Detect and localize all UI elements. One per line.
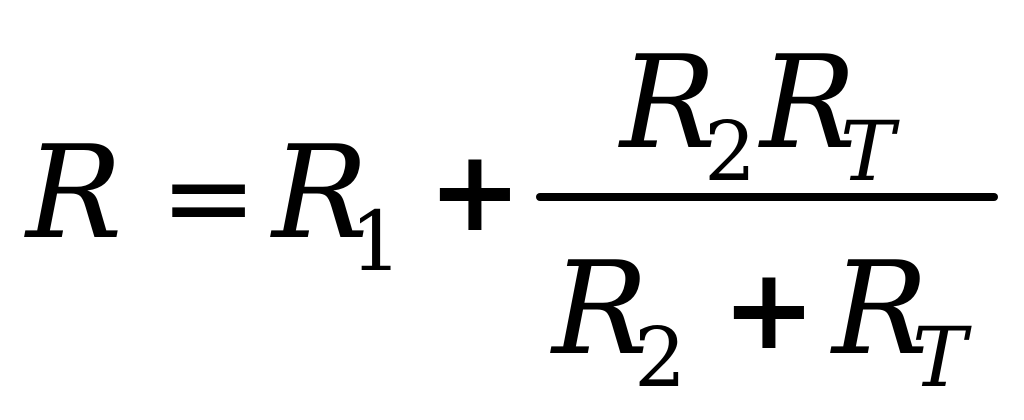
denominator-r2-variable: R xyxy=(552,235,649,384)
plus-sign: + xyxy=(428,127,522,257)
denominator-rt-variable: R xyxy=(832,235,929,384)
r1-variable: R xyxy=(272,119,369,268)
numerator-rt-subscript: T xyxy=(840,105,895,200)
denominator-plus-sign: + xyxy=(722,245,816,375)
r1-subscript: 1 xyxy=(350,195,403,290)
fraction-bar xyxy=(536,193,998,201)
denominator-r2-subscript: 2 xyxy=(634,311,687,406)
denominator-rt-subscript: T xyxy=(912,311,967,406)
equals-sign: = xyxy=(160,130,258,265)
numerator-r2-variable: R xyxy=(620,29,717,178)
numerator-rt-variable: R xyxy=(760,29,857,178)
numerator-r2-subscript: 2 xyxy=(704,105,757,200)
lhs-variable: R xyxy=(26,119,123,268)
